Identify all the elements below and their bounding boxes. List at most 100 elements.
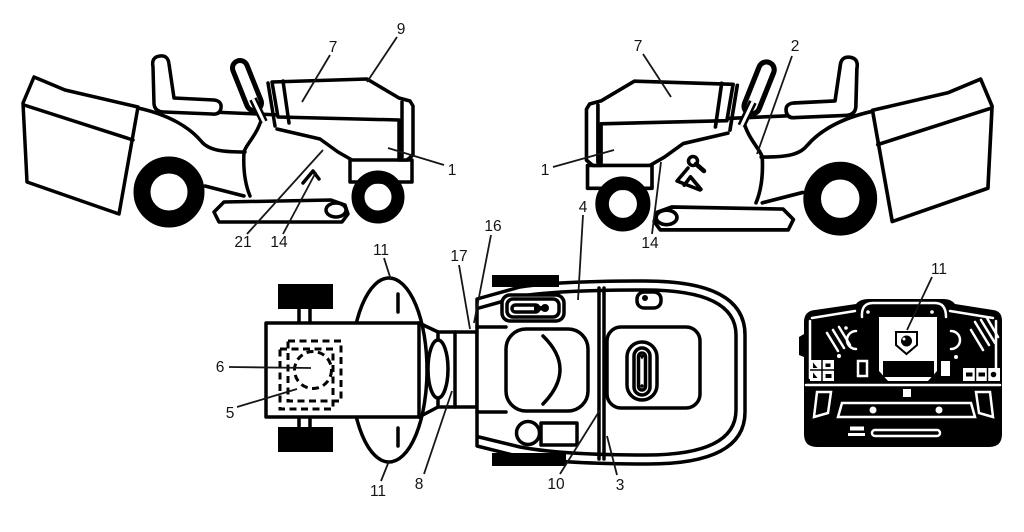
hitch-slot: [870, 428, 942, 438]
left-hatch: [825, 325, 852, 353]
steering-console: [504, 327, 590, 413]
top-inner-white-line: [810, 309, 995, 320]
key-head: [541, 304, 549, 312]
rear-wheel-top: [492, 275, 559, 287]
key-stem: [534, 306, 543, 311]
callout-8: 8: [415, 476, 424, 493]
deck-lift-lever: [675, 154, 707, 192]
leader-7a: [301, 54, 331, 103]
callout-21: 21: [234, 234, 251, 251]
dashboard: [500, 293, 566, 323]
plate-glyph-2: [848, 433, 865, 436]
icon-strip-glyph-3: [990, 371, 997, 378]
callout-10: 10: [547, 476, 565, 493]
callout-1a: 1: [448, 162, 457, 179]
leader-10: [559, 409, 601, 475]
right-arch: [949, 329, 962, 351]
leader-11b: [380, 460, 390, 482]
side-view-right: [586, 57, 992, 230]
callout-17: 17: [450, 248, 467, 265]
side-view-left: [23, 56, 413, 222]
console-inner-arc: [541, 334, 562, 406]
rivet-4: [954, 355, 958, 359]
leader-6: [228, 366, 312, 369]
warning-glyph-4: [825, 374, 832, 378]
rivet-5: [837, 354, 841, 358]
belt-cover-black-band: [883, 361, 934, 377]
warning-glyph-1: [813, 362, 818, 368]
icon-strip-dividers: [974, 368, 989, 381]
front-wheel-top-left: [278, 284, 333, 309]
plate-glyph-1: [850, 426, 864, 431]
callout-9: 9: [397, 21, 406, 38]
callout-14b: 14: [641, 235, 659, 252]
hood-taper-top: [417, 321, 440, 334]
callout-5: 5: [226, 405, 235, 422]
front-wheel-bottom-left: [278, 427, 333, 452]
steering-top-view: [426, 338, 450, 400]
callout-11b: 11: [370, 483, 386, 500]
callouts: 9 7 1 21 14 7 2 1 14 4 16 17 11 6 5 11 8…: [216, 21, 947, 500]
brand-shield-hilite: [902, 337, 906, 341]
rear-view: [799, 299, 1002, 447]
right-hatch: [969, 316, 1000, 352]
bumper-bracket-left: [812, 390, 833, 419]
callout-16: 16: [484, 218, 501, 235]
leader-1a: [387, 147, 445, 166]
leader-7b: [642, 53, 672, 98]
leader-16: [473, 234, 492, 324]
battery-box: [539, 421, 579, 447]
fuel-cap-dot: [642, 295, 648, 301]
callout-7a: 7: [329, 39, 338, 56]
leader-11c: [906, 276, 933, 331]
warning-glyph-2: [813, 372, 818, 378]
small-white-rect-left: [856, 359, 869, 378]
bumper-bar: [836, 401, 977, 419]
callout-11a: 11: [373, 242, 389, 259]
front-axle-lines: [297, 307, 312, 433]
small-white-rect-right: [941, 361, 950, 376]
seat-slot-triangle: [639, 355, 645, 360]
callout-2: 2: [791, 38, 800, 55]
engine-dashed-box-2: [278, 347, 335, 411]
engine-dashed-circle: [293, 350, 333, 390]
leader-4: [577, 214, 584, 301]
leader-21: [246, 149, 324, 235]
warning-glyph-3: [825, 363, 831, 367]
battery-circle: [514, 419, 542, 447]
seat-pill-inner: [632, 346, 652, 397]
bumper-bolt-1: [869, 406, 877, 414]
bumper-notch: [903, 389, 911, 397]
leader-17: [458, 264, 471, 330]
icon-strip-glyph-2: [978, 372, 985, 377]
warning-icon-grid-lines: [810, 360, 834, 381]
icon-strip-glyph-1: [966, 372, 973, 377]
callout-4: 4: [579, 199, 588, 216]
seat-slot: [636, 351, 648, 392]
leader-5: [236, 388, 298, 408]
bumper-bracket-right: [974, 390, 995, 419]
engine-hump-outline: [860, 301, 948, 319]
brand-shield-dot: [901, 335, 912, 347]
leader-14a: [282, 171, 317, 235]
engine-dashed-box-1: [286, 339, 343, 403]
leader-11a: [383, 257, 392, 281]
leader-14b: [651, 161, 662, 235]
callout-14a: 14: [270, 234, 288, 251]
callout-3: 3: [616, 477, 625, 494]
fuel-cap: [635, 290, 663, 310]
leader-9: [366, 36, 398, 83]
callout-11c: 11: [931, 261, 947, 278]
rivet-3: [930, 310, 934, 314]
bumper-bolt-2: [935, 406, 943, 414]
seat-slot-dot: [640, 384, 644, 388]
callout-6: 6: [216, 359, 225, 376]
leader-1b: [552, 149, 615, 168]
hood-taper-bottom: [417, 405, 440, 419]
rear-wheel-bottom: [492, 453, 566, 466]
callout-7b: 7: [634, 38, 643, 55]
rivet-1: [866, 310, 870, 314]
top-view: [264, 275, 747, 466]
rear-body-inner-line: [477, 288, 738, 457]
